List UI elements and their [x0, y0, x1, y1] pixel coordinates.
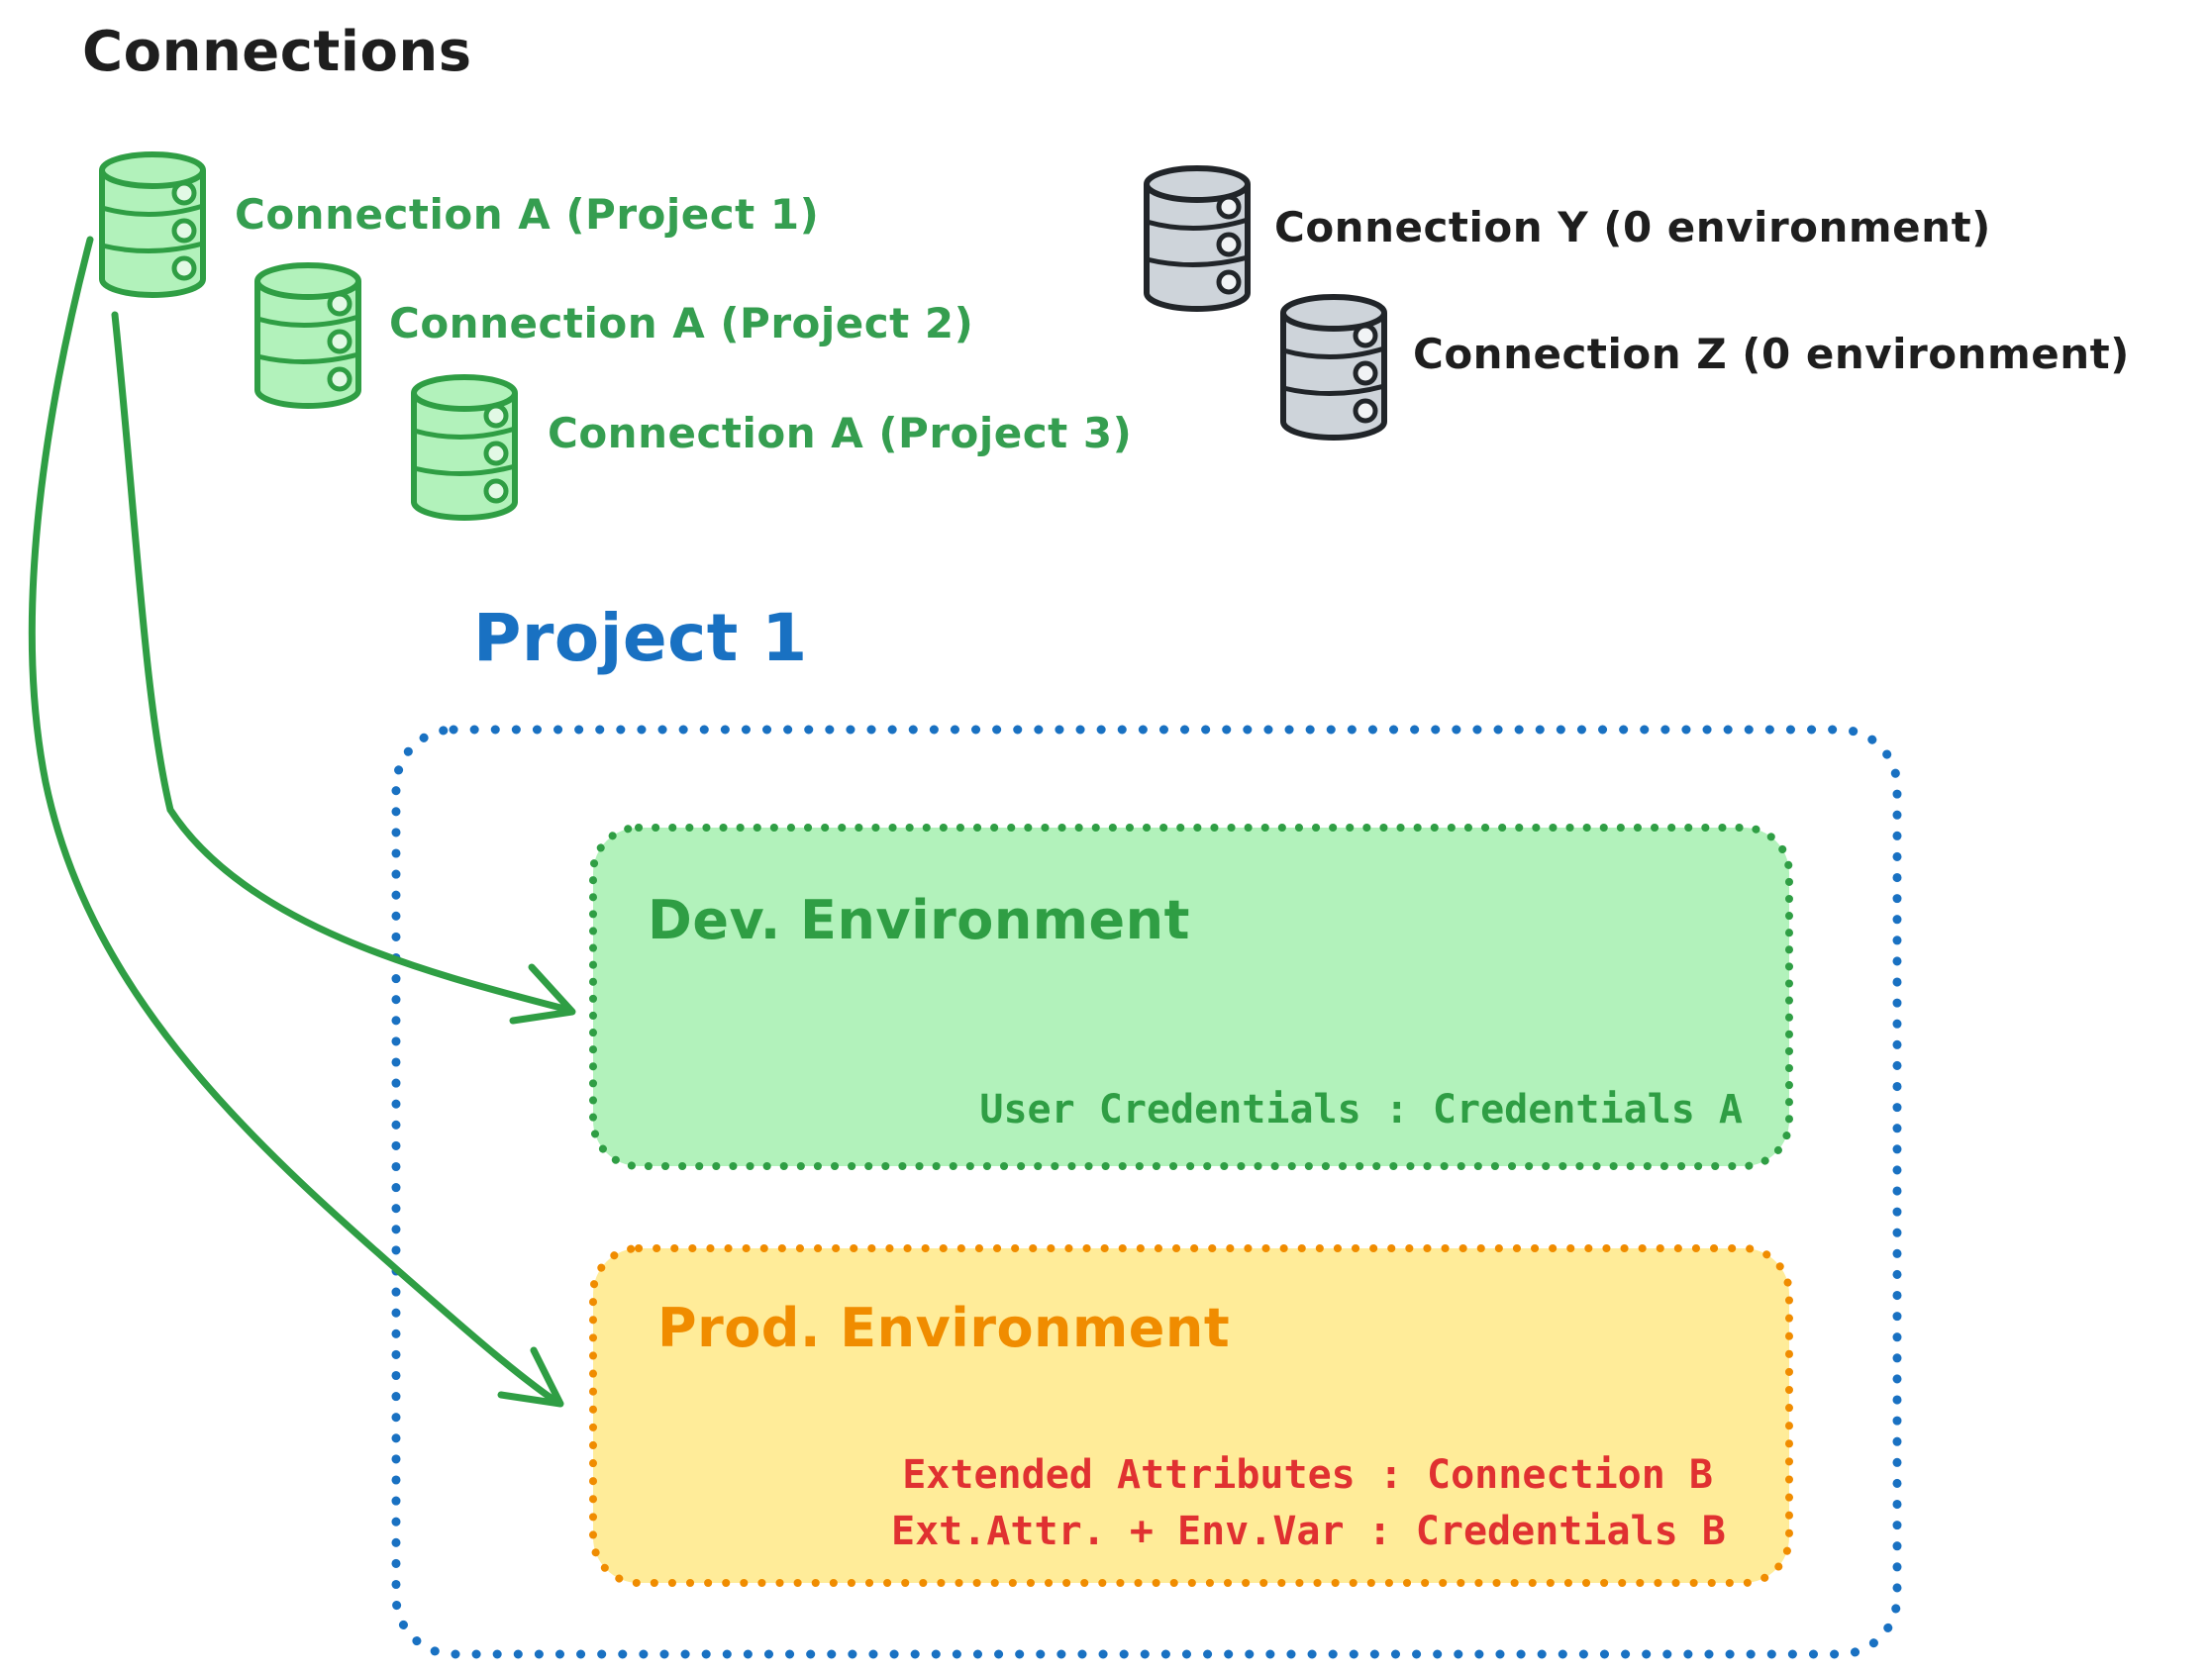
arrow-to-dev-environment-head [509, 963, 576, 1025]
diagram-title: Connections [82, 20, 472, 84]
project1-boundary-box [391, 725, 1902, 1659]
dev-environment-box [589, 824, 1793, 1170]
arrow-to-prod-environment-head [497, 1346, 564, 1408]
connection-a-project3-label: Connection A (Project 3) [548, 409, 1133, 457]
prod-mapping-line-2: Ext.Attr. + Env.Var : Credentials B [891, 1509, 1726, 1554]
connection-y-label: Connection Y (0 environment) [1274, 203, 1991, 251]
dev-credential-mapping: User Credentials : Credentials A [979, 1087, 1743, 1132]
database-icon [411, 374, 518, 521]
database-icon [254, 262, 361, 409]
prod-environment-title: Prod. Environment [657, 1297, 1231, 1359]
project1-heading: Project 1 [473, 600, 808, 676]
prod-environment-box [589, 1244, 1793, 1587]
arrow-to-prod-environment [28, 236, 560, 1406]
database-icon [1280, 294, 1387, 441]
arrow-to-dev-environment [111, 311, 572, 1014]
dev-environment-title: Dev. Environment [648, 889, 1190, 951]
connection-a-project2-label: Connection A (Project 2) [389, 299, 974, 347]
database-icon [1144, 165, 1251, 312]
connection-a-project1-label: Connection A (Project 1) [235, 190, 820, 239]
prod-mapping-line-1: Extended Attributes : Connection B [902, 1452, 1713, 1498]
connection-z-label: Connection Z (0 environment) [1413, 330, 2130, 378]
database-icon [99, 151, 206, 298]
